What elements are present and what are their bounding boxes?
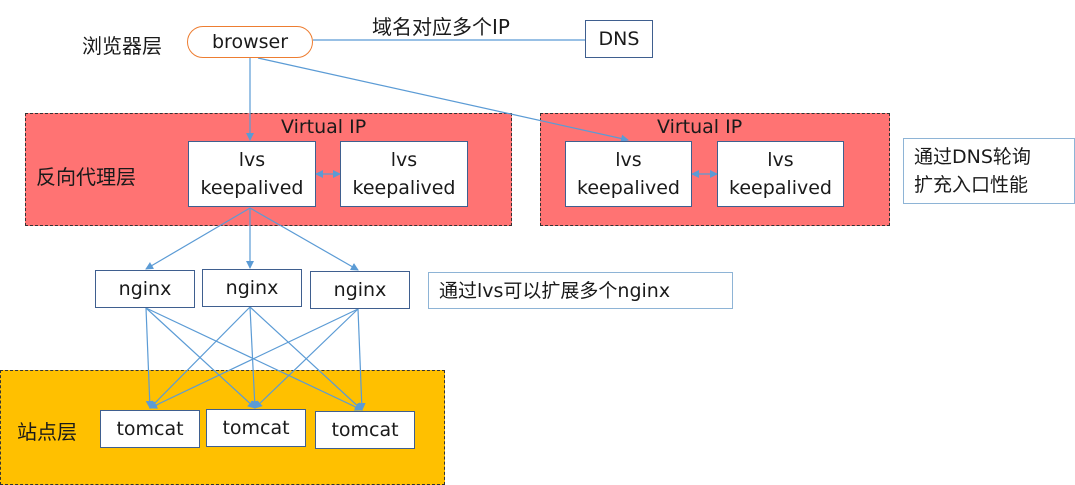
lvs-node-1: lvs keepalived [188,141,316,207]
lvs-node-4-line1: lvs [767,149,794,171]
nginx-node-1: nginx [95,270,195,308]
lvs-node-4: lvs keepalived [717,141,844,207]
lvs-node-1-line1: lvs [238,149,266,171]
lvs-node-3: lvs keepalived [565,141,692,207]
lvs-node-2-line2: keepalived [352,177,456,199]
lvs-node-2: lvs keepalived [340,141,468,207]
lvs-node-2-line1: lvs [390,149,418,171]
virtual-ip-label-2: Virtual IP [657,116,743,138]
lvs-node-4-line2: keepalived [729,177,832,199]
proxy-layer-label: 反向代理层 [36,165,136,189]
nginx-node-2: nginx [202,269,302,307]
browser-layer-label: 浏览器层 [82,34,162,58]
dns-note-line1: 通过DNS轮询 [914,146,1031,168]
lvs-node-3-line2: keepalived [577,177,680,199]
tomcat-node-1: tomcat [100,410,200,448]
nginx-node-3: nginx [310,271,410,309]
nginx-scale-note: 通过lvs可以扩展多个nginx [428,272,733,309]
dns-node: DNS [585,20,653,58]
browser-node: browser [187,26,313,58]
site-layer-label: 站点层 [17,420,77,444]
tomcat-node-2: tomcat [206,409,306,447]
lvs-node-3-line1: lvs [615,149,642,171]
lvs-node-1-line2: keepalived [200,177,304,199]
virtual-ip-label-1: Virtual IP [281,116,367,138]
dns-edge-label: 域名对应多个IP [372,15,510,39]
tomcat-node-3: tomcat [315,411,415,449]
dns-note-line2: 扩充入口性能 [914,174,1029,196]
dns-roundrobin-note: 通过DNS轮询 扩充入口性能 [903,138,1075,204]
